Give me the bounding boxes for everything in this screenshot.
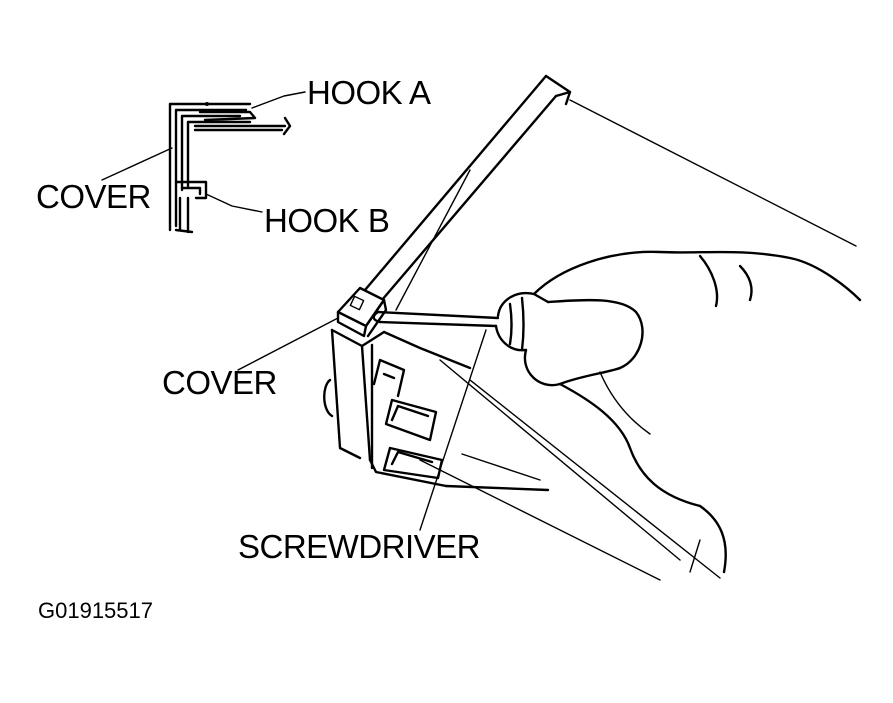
label-cover-inset: COVER (36, 178, 151, 215)
wiper-body-block (323, 328, 550, 492)
label-hook-a: HOOK A (307, 74, 431, 111)
hand (523, 250, 862, 574)
glass-edge-lines (419, 359, 721, 581)
figure-code: G01915517 (38, 598, 153, 623)
leader-screwdriver (419, 329, 487, 531)
cover-cross-section (168, 102, 292, 234)
leader-hook-a (251, 91, 306, 109)
label-cover-main: COVER (162, 364, 277, 401)
leader-cover-mid (237, 317, 339, 371)
leader-lines-inset (101, 91, 306, 213)
screwdriver (372, 291, 550, 352)
label-hook-b: HOOK B (264, 202, 390, 239)
wiper-blade-assembly (363, 74, 857, 311)
leader-cover-top (101, 147, 173, 181)
leader-hook-b (205, 193, 263, 213)
leader-lines-main (237, 317, 487, 531)
label-screwdriver: SCREWDRIVER (238, 528, 481, 565)
